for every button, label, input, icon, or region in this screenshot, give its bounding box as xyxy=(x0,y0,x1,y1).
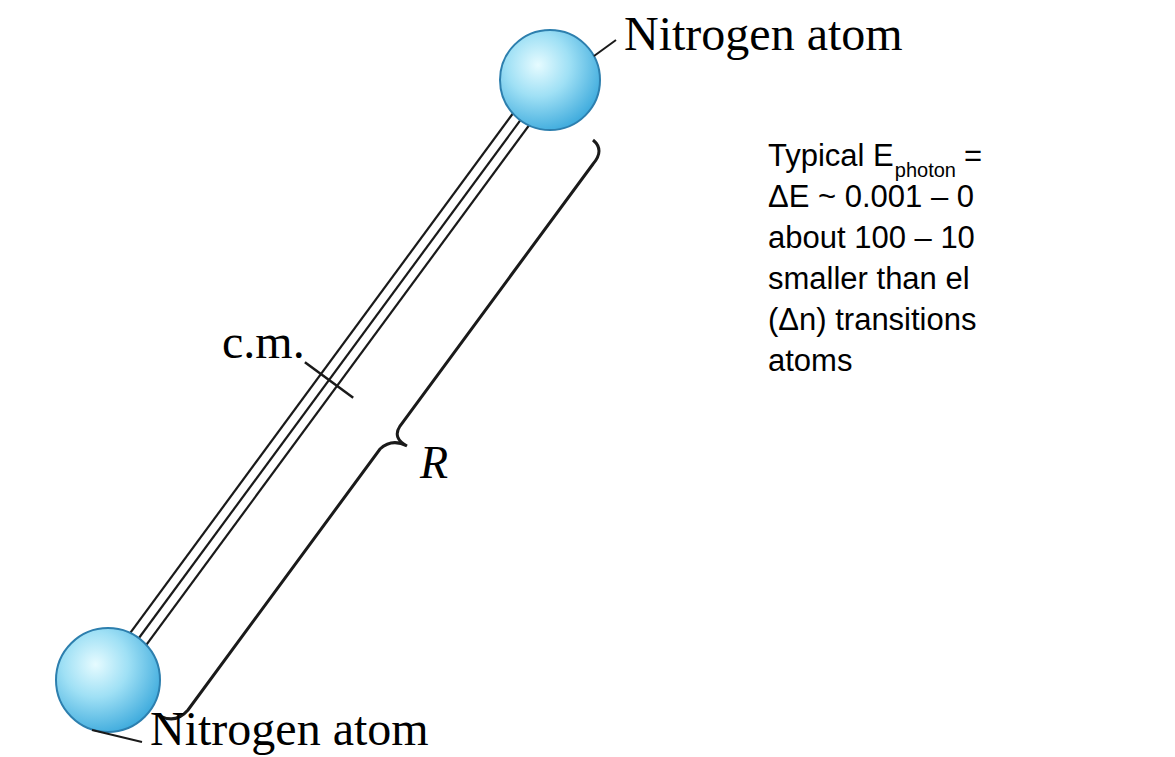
note-line: = xyxy=(964,140,982,171)
note-line: about 100 – 10 xyxy=(768,222,975,253)
note-line: Typical E xyxy=(768,140,894,171)
atom-label: Nitrogen atom xyxy=(150,705,429,753)
distance-label: R xyxy=(420,440,448,486)
note-subscript: photon xyxy=(895,160,956,180)
cm-tick xyxy=(305,362,353,398)
leader-line xyxy=(92,730,142,742)
note-line: (Δn) transitions xyxy=(768,304,977,335)
note-line: atoms xyxy=(768,345,852,376)
distance-bracket xyxy=(160,140,599,719)
note-line: ΔE ~ 0.001 – 0 xyxy=(768,181,974,212)
cm-label: c.m. xyxy=(222,318,305,366)
nitrogen-sphere xyxy=(500,30,600,130)
note-line: smaller than el xyxy=(768,263,970,294)
leader-line xyxy=(594,40,616,56)
triple-bond xyxy=(100,74,558,686)
atom-label: Nitrogen atom xyxy=(624,10,903,58)
nitrogen-sphere xyxy=(56,628,160,732)
